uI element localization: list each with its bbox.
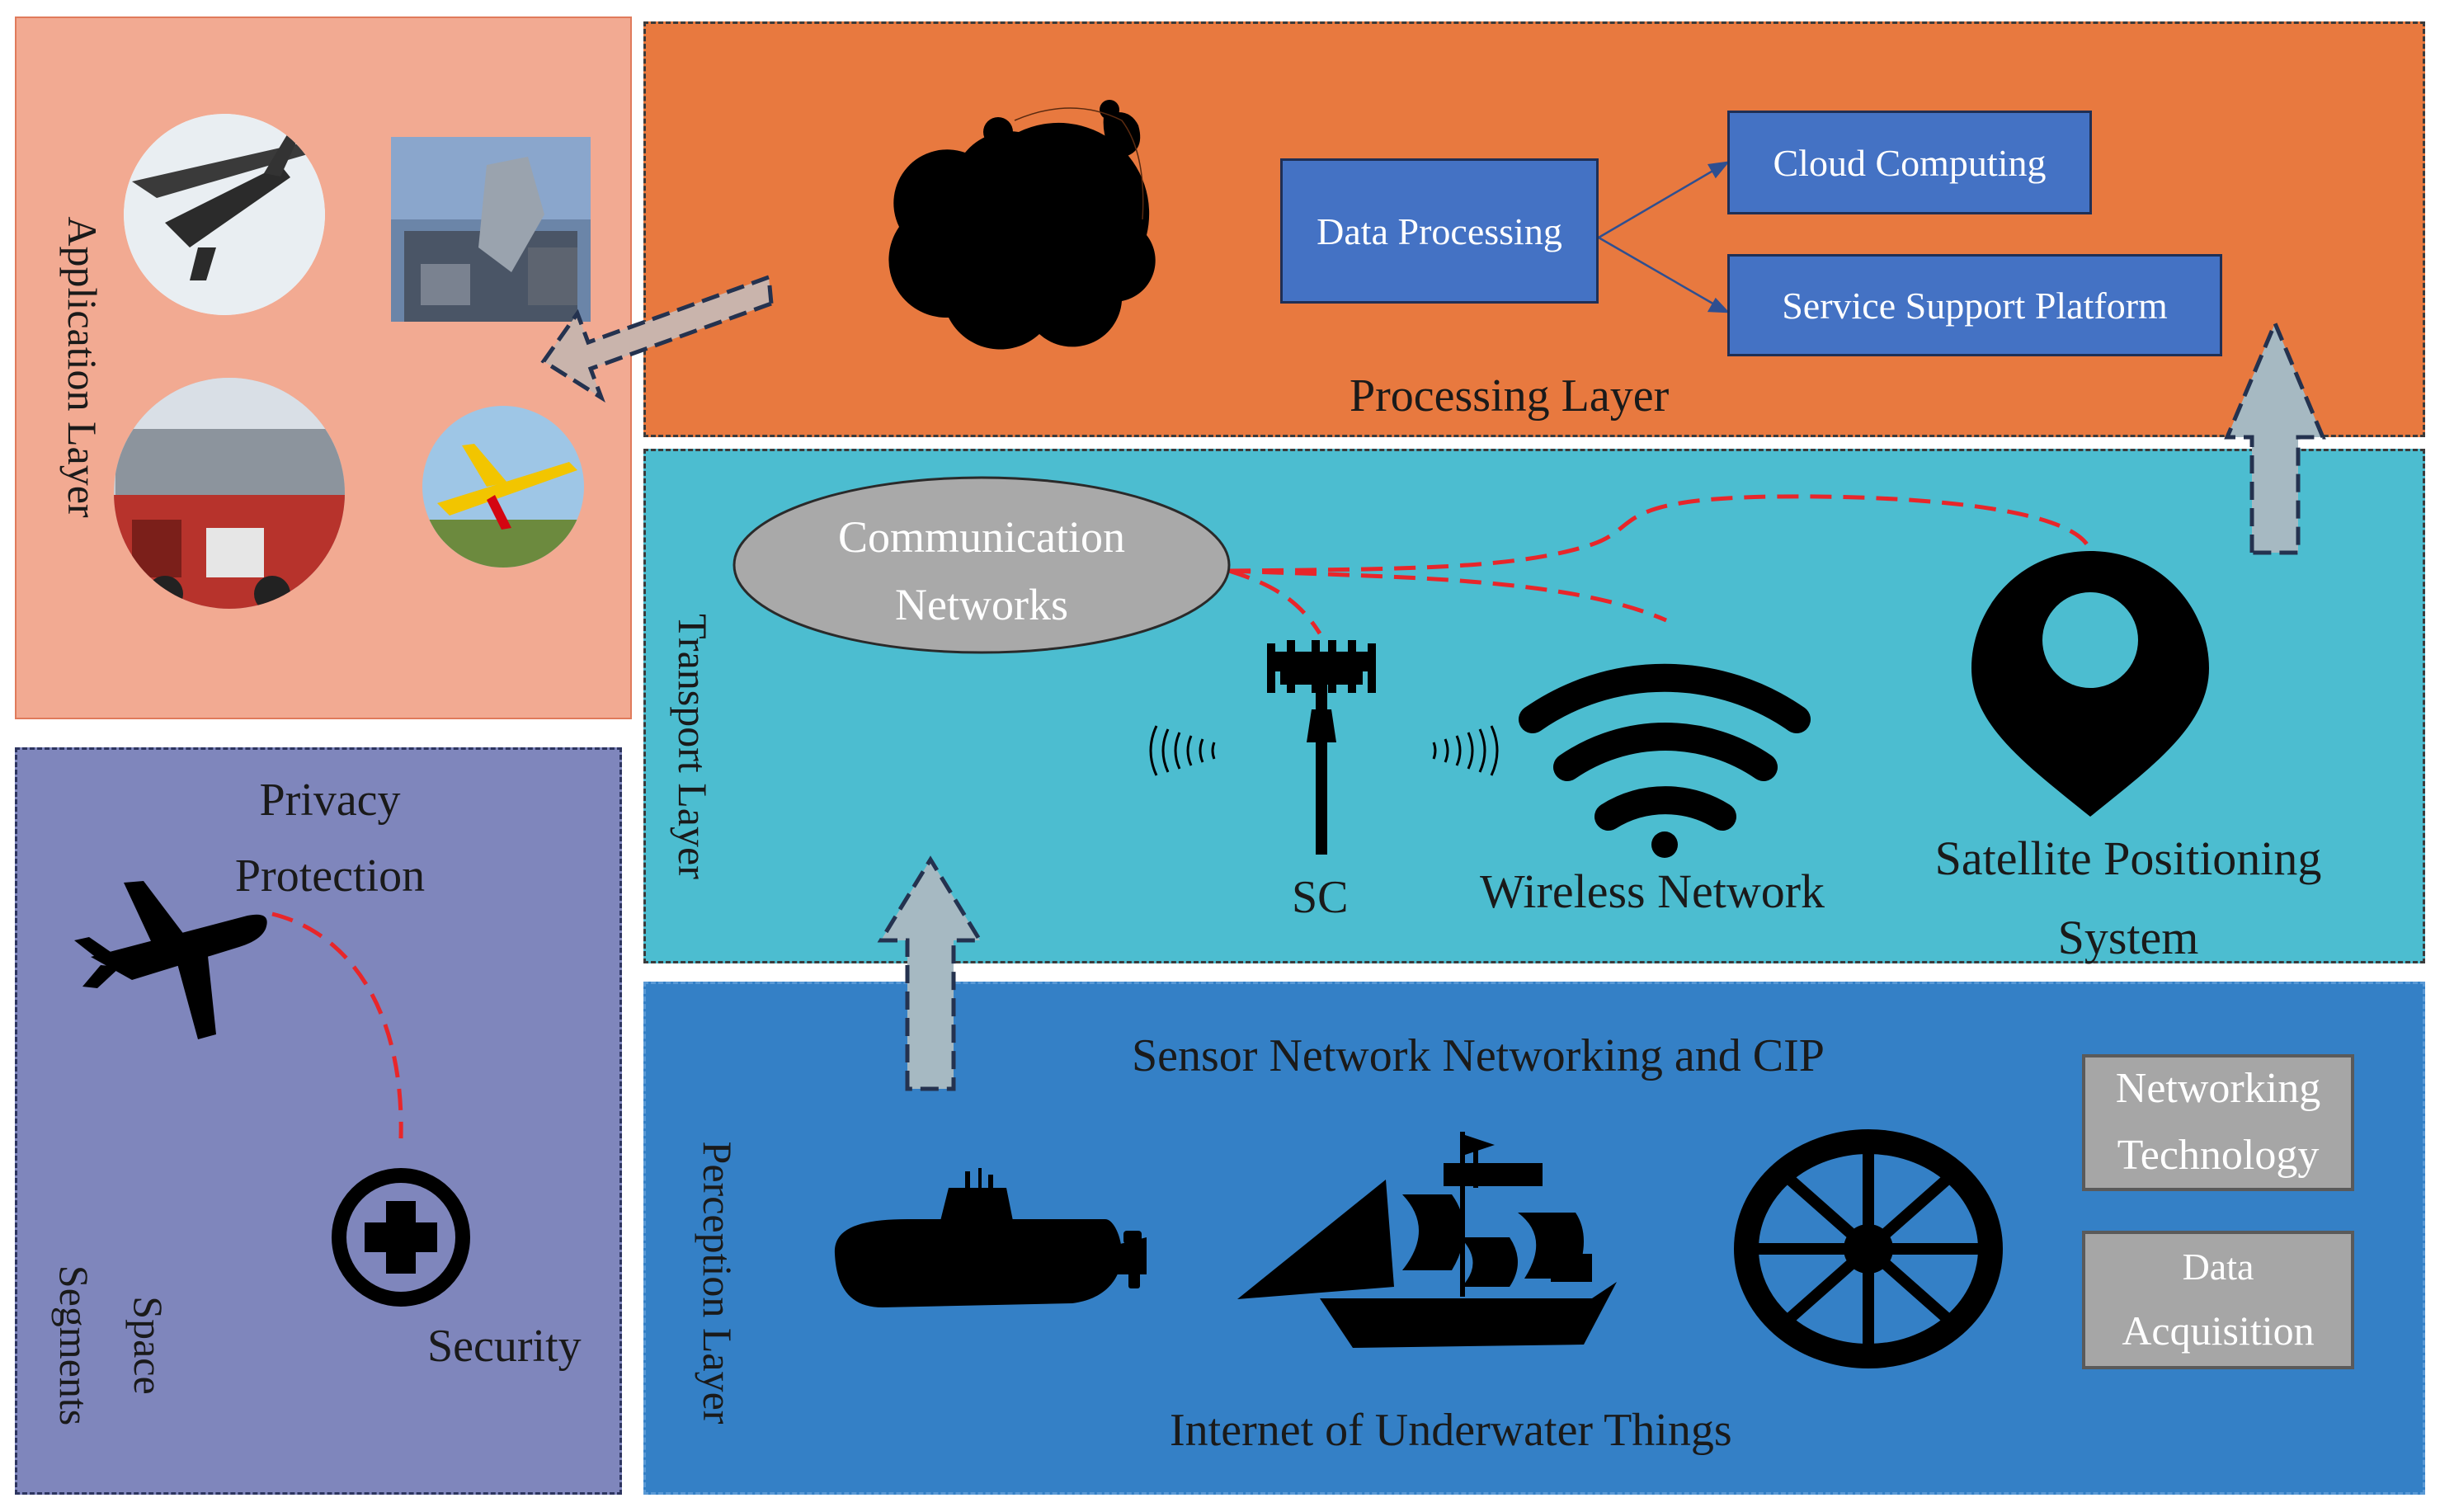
- satellite-positioning-line2: System: [2057, 911, 2199, 964]
- networking-technology-box: Networking Technology: [2082, 1054, 2354, 1191]
- networking-technology-line2: Technology: [2117, 1132, 2320, 1179]
- industrial-equipment-image: [114, 378, 345, 609]
- transport-layer-label: Transport Layer: [670, 614, 716, 879]
- data-acquisition-line2: Acquisition: [2122, 1307, 2315, 1354]
- space-label: Space: [125, 1296, 172, 1395]
- wireless-network-label: Wireless Network: [1480, 864, 1825, 918]
- communication-networks-line1: Communication: [838, 512, 1125, 562]
- iout-label: Internet of Underwater Things: [1170, 1405, 1732, 1456]
- arrow-up-to-processing-icon: [2224, 318, 2326, 555]
- drone-image: [124, 114, 325, 315]
- dhl-airplane-image: [422, 406, 584, 568]
- sc-label: SC: [1292, 872, 1349, 923]
- data-acquisition-line1: Data: [2182, 1246, 2254, 1288]
- wifi-icon: [1519, 663, 1811, 858]
- data-processing-box: Data Processing: [1280, 158, 1599, 304]
- privacy-link: [271, 911, 403, 1139]
- communication-networks-ellipse: [732, 476, 1231, 654]
- segments-label: Segments: [51, 1265, 97, 1426]
- privacy-protection-line1: Privacy: [259, 775, 401, 826]
- brain-cloud-icon: [888, 100, 1156, 350]
- space-segments-panel: [15, 747, 622, 1495]
- security-label: Security: [427, 1321, 582, 1372]
- satellite-positioning-line1: Satellite Positioning: [1934, 831, 2322, 885]
- service-support-platform-box: Service Support Platform: [1727, 254, 2222, 356]
- privacy-protection-line2: Protection: [234, 850, 426, 902]
- transport-links: [1228, 494, 2093, 635]
- submarine-icon: [834, 1168, 1147, 1307]
- sensor-network-label: Sensor Network Networking and CIP: [1132, 1030, 1825, 1081]
- processing-connectors: [1598, 161, 1731, 313]
- communication-networks-line2: Networks: [895, 580, 1068, 629]
- cell-tower-icon: [1267, 640, 1376, 855]
- location-pin-icon: [1971, 551, 2209, 817]
- arrow-up-to-transport-icon: [877, 855, 984, 1091]
- application-layer-panel: [15, 16, 632, 719]
- robot-image: [391, 137, 591, 322]
- security-plus-icon: [332, 1168, 470, 1307]
- airplane-icon: [74, 881, 267, 1039]
- data-acquisition-box: Data Acquisition: [2082, 1231, 2354, 1369]
- perception-layer-label: Perception Layer: [695, 1141, 741, 1425]
- signal-waves-icon: [1149, 725, 1499, 776]
- networking-technology-line1: Networking: [2115, 1065, 2321, 1113]
- application-layer-label: Application Layer: [59, 216, 106, 518]
- arrow-to-application-icon: [540, 274, 774, 403]
- cloud-computing-box: Cloud Computing: [1727, 111, 2092, 214]
- sailing-ship-icon: [1237, 1132, 1617, 1348]
- processing-layer-label: Processing Layer: [1350, 370, 1670, 422]
- ship-wheel-icon: [1734, 1129, 2003, 1368]
